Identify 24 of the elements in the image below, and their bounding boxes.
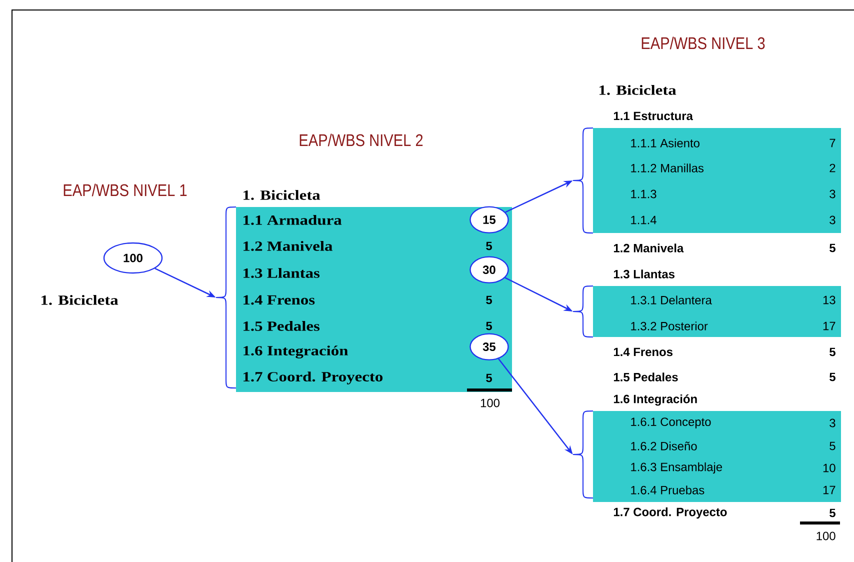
item-text: 1.4 Frenos	[614, 348, 672, 356]
level-title: EAP/WBS NIVEL 2	[300, 134, 423, 146]
curly-brace	[572, 410, 594, 498]
task-table: 1.3.1 Delantera 13 1.3.2 Posterior 17	[593, 286, 841, 337]
item-text: 1.6 Integración	[614, 394, 697, 406]
item-value: 5	[830, 244, 836, 252]
total-value: 100	[480, 398, 500, 408]
curly-brace	[572, 286, 594, 338]
level-title: EAP/WBS NIVEL 3	[642, 36, 765, 50]
item-text: 1. Bicicleta	[42, 295, 118, 305]
item-text: 1. Bicicleta	[600, 85, 676, 95]
task-table: 1.6.1 Concepto 3 1.6.2 Diseño 5 1.6.3 Ensamblaje 10 1.6.4 Pruebas 17	[593, 411, 841, 502]
task-table: 1.1.1 Asiento 7 1.1.2 Manillas 2 1.1.3 3 1.1.4 3	[593, 128, 841, 233]
item-text: 1.7 Coord. Proyecto	[614, 507, 727, 519]
level-title: EAP/WBS NIVEL 1	[64, 184, 187, 196]
item-text: 1.5 Pedales	[614, 372, 678, 382]
item-value: 5	[830, 372, 836, 382]
item-text: 1. Bicicleta	[244, 190, 320, 200]
total-value: 100	[816, 532, 836, 540]
item-text: 1.2 Manivela	[614, 244, 684, 252]
item-text: 1.1 Estructura	[614, 112, 693, 120]
curly-brace	[572, 128, 594, 234]
curly-brace	[216, 206, 236, 388]
item-text: 1.3 Llantas	[614, 270, 674, 278]
